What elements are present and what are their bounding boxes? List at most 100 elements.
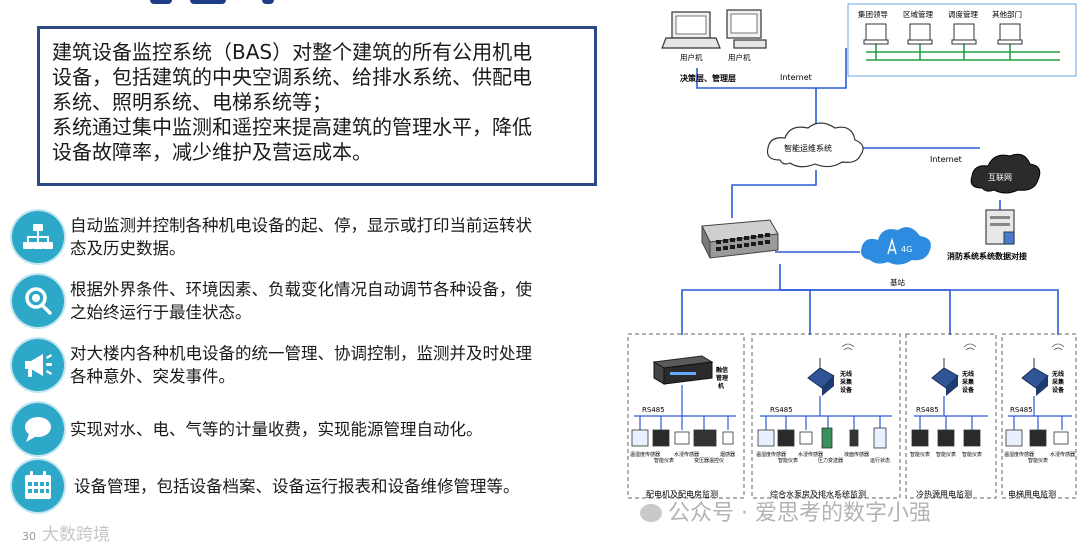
feature-line: 根据外界条件、环境因素、负载变化情况自动调节各种设备，使 — [70, 280, 532, 299]
group-label: 集团领导 — [858, 9, 888, 19]
wireless-label: 设备 — [962, 386, 975, 394]
sensor-label: 温湿度传感器 — [630, 451, 660, 458]
internet-label-top: Internet — [780, 73, 812, 82]
rs485-bus-3 — [914, 396, 988, 430]
sensor-labels: 温湿度传感器 智能仪表 水浸传感器 变压器温控仪 烟感器 温湿度传感器 智能仪表… — [630, 451, 1075, 464]
sensor-label: 智能仪表 — [778, 457, 798, 464]
sensor-icons — [631, 427, 1069, 449]
feature-item-equipment-management: 设备管理，包括设备档案、设备运行报表和设备维修管理等。 — [12, 460, 612, 516]
internet-label-right: Internet — [930, 155, 962, 164]
base-4g-label: 4G — [901, 245, 912, 254]
feature-line: 实现对水、电、气等的计量收费，实现能源管理自动化。 — [70, 420, 483, 439]
megaphone-icon — [12, 339, 64, 391]
feature-text: 根据外界条件、环境因素、负载变化情况自动调节各种设备，使 之始终运行于最佳状态。 — [70, 278, 615, 324]
decision-layer-label: 决策层、管理层 — [680, 73, 736, 83]
user-pc-label: 用户机 — [728, 52, 751, 62]
gateway-label: 机 — [718, 382, 724, 390]
sensor-label: 智能仪表 — [1028, 457, 1048, 464]
group-title: 综合水泵房及排水系统监测 — [770, 489, 866, 499]
sensor-label: 水浸传感器 — [674, 451, 699, 458]
feature-text: 设备管理，包括设备档案、设备运行报表和设备维修管理等。 — [74, 475, 619, 498]
description-line: 系统通过集中监测和遥控来提高建筑的管理水平，降低 — [52, 115, 532, 139]
feature-line: 设备管理，包括设备档案、设备运行报表和设备维修管理等。 — [74, 477, 520, 496]
wireless-collector-icon — [807, 358, 835, 396]
brand-watermark: 30 大数跨境 — [22, 520, 110, 545]
sensor-label: 运行状态 — [870, 457, 890, 464]
wechat-watermark: 公众号 · 爱思考的数字小强 — [640, 495, 931, 527]
feature-line: 态及历史数据。 — [70, 239, 186, 258]
internet-cloud-label: 互联网 — [988, 173, 1012, 182]
sensor-label: 温湿度传感器 — [1004, 451, 1034, 458]
feature-item-unified-management: 对大楼内各种机电设备的统一管理、协调控制，监测并及时处理 各种意外、突发事件。 — [12, 339, 612, 395]
feature-text: 实现对水、电、气等的计量收费，实现能源管理自动化。 — [70, 418, 615, 441]
group-terminal-icons — [863, 23, 1023, 45]
base-station-label: 基站 — [890, 277, 905, 287]
rs485-bus-4 — [1008, 396, 1072, 430]
sensor-label: 智能仪表 — [654, 457, 674, 464]
wechat-watermark-text: 公众号 · 爱思考的数字小强 — [668, 501, 931, 526]
wireless-label: 无线 — [839, 370, 852, 378]
feature-line: 之始终运行于最佳状态。 — [70, 303, 252, 322]
speech-bubble-icon — [12, 403, 64, 455]
group-title: 配电机及配电房监测 — [646, 489, 718, 499]
brand-watermark-text: 大数跨境 — [42, 525, 110, 545]
feature-line: 各种意外、突发事件。 — [70, 367, 235, 386]
description-box: 建筑设备监控系统（BAS）对整个建筑的所有公用机电 设备，包括建筑的中央空调系统… — [37, 26, 597, 186]
wireless-label: 无线 — [1051, 370, 1064, 378]
description-line: 设备故障率，减少维护及营运成本。 — [52, 140, 372, 164]
wireless-collector-icon — [1021, 358, 1049, 396]
network-lines — [681, 48, 1059, 335]
group-title: 冷热源用电监测 — [916, 489, 972, 499]
sensor-label: 温湿度传感器 — [756, 451, 786, 458]
wireless-label: 无线 — [961, 370, 974, 378]
feature-item-auto-adjust: 根据外界条件、环境因素、负载变化情况自动调节各种设备，使 之始终运行于最佳状态。 — [12, 275, 612, 331]
fire-link-label: 消防系统系统数据对接 — [947, 251, 1027, 261]
rs485-label: RS485 — [1010, 406, 1033, 414]
wireless-label: 采集 — [840, 378, 853, 386]
feature-line: 自动监测并控制各种机电设备的起、停，显示或打印当前运转状 — [70, 216, 532, 235]
gateway-device-icon — [652, 355, 714, 385]
ops-cloud — [766, 122, 864, 168]
wireless-label: 设备 — [840, 386, 853, 394]
network-switch-icon — [701, 219, 779, 259]
user-pc-left — [661, 11, 721, 49]
group-label: 调度管理 — [948, 9, 978, 19]
wifi-signal-icons — [841, 343, 1065, 351]
sensor-label: 液面传感器 — [844, 451, 869, 458]
feature-text: 自动监测并控制各种机电设备的起、停，显示或打印当前运转状 态及历史数据。 — [70, 214, 615, 260]
sensor-label: 烟感器 — [720, 451, 735, 458]
group-title: 电梯用电监测 — [1008, 489, 1056, 499]
wireless-label: 采集 — [962, 378, 975, 386]
user-pc-label: 用户机 — [680, 52, 703, 62]
feature-item-monitoring: 自动监测并控制各种机电设备的起、停，显示或打印当前运转状 态及历史数据。 — [12, 211, 612, 267]
rs485-label: RS485 — [642, 406, 665, 414]
fire-server-icon — [985, 209, 1015, 245]
sensor-label: 水浸传感器 — [798, 451, 823, 458]
user-pc-right — [726, 9, 767, 49]
group-label: 其他部门 — [992, 9, 1022, 19]
sensor-label: 水浸传感器 — [1050, 451, 1075, 458]
gateway-label: 融信 — [716, 366, 728, 374]
org-chart-icon — [12, 211, 64, 263]
sensor-label: 压力变送器 — [818, 457, 843, 464]
green-bus — [866, 44, 1060, 61]
top-strip — [0, 0, 620, 8]
monitoring-group-boxes — [627, 333, 1077, 499]
feature-item-metering: 实现对水、电、气等的计量收费，实现能源管理自动化。 — [12, 403, 612, 459]
magnifier-icon — [12, 275, 64, 327]
wireless-label: 设备 — [1052, 386, 1065, 394]
page-number: 30 — [22, 530, 36, 543]
sensor-label: 变压器温控仪 — [694, 457, 724, 464]
sensor-label: 智能仪表 — [910, 451, 930, 458]
feature-line: 对大楼内各种机电设备的统一管理、协调控制，监测并及时处理 — [70, 344, 532, 363]
calendar-icon — [12, 460, 64, 512]
rs485-bus-1 — [634, 385, 736, 430]
ops-cloud-label: 智能运维系统 — [784, 143, 832, 153]
wireless-label: 采集 — [1052, 378, 1065, 386]
base-station-4g-icon — [861, 227, 931, 265]
rs485-label: RS485 — [770, 406, 793, 414]
description-line: 建筑设备监控系统（BAS）对整个建筑的所有公用机电 — [52, 40, 533, 64]
description-line: 设备，包括建筑的中央空调系统、给排水系统、供配电 — [52, 65, 532, 89]
internet-cloud — [970, 153, 1041, 194]
